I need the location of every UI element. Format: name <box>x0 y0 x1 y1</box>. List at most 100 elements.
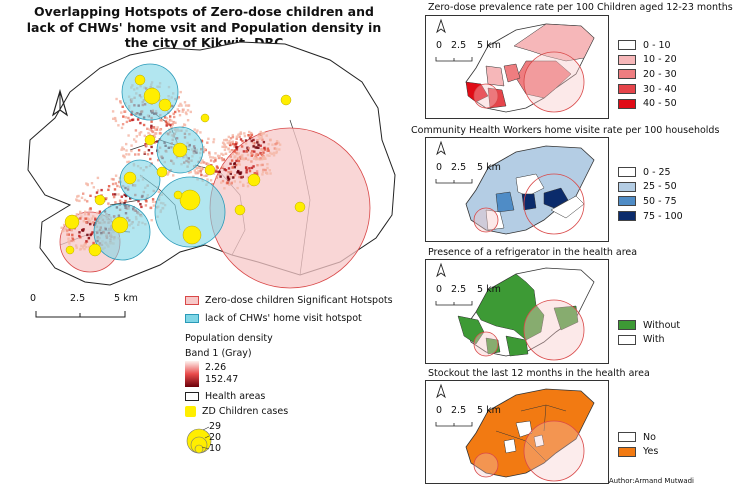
legend-label: 50 - 75 <box>643 195 677 207</box>
legend-item: 0 - 25 <box>618 165 683 180</box>
zd-case-point <box>280 94 292 106</box>
zd-case-points <box>64 74 306 257</box>
legend-swatch <box>618 54 636 65</box>
legend-item: 50 - 75 <box>618 194 683 209</box>
legend-item: 75 - 100 <box>618 209 683 224</box>
north-arrow-icon <box>436 262 446 278</box>
panel4-scale-5km: 5 km <box>477 405 501 416</box>
legend-swatch <box>618 167 636 178</box>
legend-label: 10 - 20 <box>643 54 677 66</box>
legend-item: Yes <box>618 445 658 460</box>
legend-item: 25 - 50 <box>618 180 683 195</box>
legend-pop-title: Population density <box>185 333 273 344</box>
zd-case-point <box>173 190 183 200</box>
scale-label-5km: 5 km <box>114 293 138 304</box>
main-scale-bar: 0 2.5 5 km <box>30 293 180 323</box>
circle-label-10: 10 <box>209 443 222 454</box>
legend-swatch <box>618 334 636 345</box>
scale-label-2-5: 2.5 <box>70 293 86 304</box>
circle-label-20: 20 <box>209 432 222 443</box>
legend-swatch <box>618 69 636 80</box>
legend-pop-min: 152.47 <box>205 374 239 385</box>
panel2-title: Community Health Workers home visite rat… <box>411 125 720 136</box>
legend-chw-hotspot: lack of CHWs' home visit hotspot <box>205 313 362 324</box>
zd-case-point <box>234 204 246 216</box>
panel4-title: Stockout the last 12 months in the healt… <box>428 368 650 379</box>
zd-case-point <box>172 142 188 158</box>
panel2-map: 0 2.5 5 km <box>425 137 609 242</box>
panel3-scale-0: 0 <box>436 284 443 295</box>
panel2-scale-5km: 5 km <box>477 162 501 173</box>
legend-label: Without <box>643 319 681 331</box>
zd-case-point <box>204 164 216 176</box>
zd-case-point <box>247 173 261 187</box>
panel3-scale-5km: 5 km <box>477 284 501 295</box>
zd-case-point <box>65 245 75 255</box>
zd-hotspot-swatch <box>185 296 199 305</box>
author-credit: Author:Armand Mutwadi <box>608 477 694 485</box>
legend-swatch <box>618 84 636 95</box>
zd-case-point <box>134 74 146 86</box>
legend-item: Without <box>618 318 680 333</box>
zd-case-point <box>156 166 168 178</box>
legend-item: With <box>618 333 680 348</box>
panel2-scale-0: 0 <box>436 162 443 173</box>
zd-case-point <box>64 214 80 230</box>
zd-case-point <box>111 216 129 234</box>
legend-zd-hotspot: Zero-dose children Significant Hotspots <box>205 295 393 306</box>
legend-label: 0 - 10 <box>643 39 671 51</box>
legend-item: 40 - 50 <box>618 96 677 111</box>
legend-zd-cases: ZD Children cases <box>202 406 289 417</box>
legend-health-areas: Health areas <box>205 391 266 402</box>
legend-label: 30 - 40 <box>643 83 677 95</box>
zd-case-point <box>158 98 172 112</box>
panel3-map: 0 2.5 5 km <box>425 259 609 364</box>
legend-swatch <box>618 181 636 192</box>
zd-case-point <box>94 194 106 206</box>
zd-case-point <box>182 225 202 245</box>
main-map <box>27 41 396 289</box>
panel2-scale-2-5: 2.5 <box>451 162 467 173</box>
density-gradient <box>185 361 199 387</box>
north-arrow-icon <box>436 383 446 399</box>
legend-item: 20 - 30 <box>618 67 677 82</box>
north-arrow-icon <box>436 140 446 156</box>
legend-item: 30 - 40 <box>618 82 677 97</box>
panel4-scale-2-5: 2.5 <box>451 405 467 416</box>
legend-swatch <box>618 446 636 457</box>
panel1-map: 0 2.5 5 km <box>425 15 609 119</box>
legend-label: 75 - 100 <box>643 210 683 222</box>
legend-label: 0 - 25 <box>643 166 671 178</box>
panel4-map: 0 2.5 5 km <box>425 380 609 484</box>
panel1-scale-0: 0 <box>436 40 443 51</box>
legend-item: 10 - 20 <box>618 53 677 68</box>
zd-case-point <box>123 171 137 185</box>
proportional-circle-legend <box>186 426 212 454</box>
legend-label: Yes <box>643 446 659 458</box>
legend-swatch <box>618 320 636 331</box>
legend-swatch <box>618 196 636 207</box>
zd-case-point <box>144 134 156 146</box>
zd-case-point <box>88 243 102 257</box>
legend-label: 40 - 50 <box>643 98 677 110</box>
main-legend: Zero-dose children Significant Hotspots … <box>185 293 410 463</box>
panel3-scale-2-5: 2.5 <box>451 284 467 295</box>
chw-hotspot-swatch <box>185 314 199 323</box>
zd-case-swatch <box>185 406 196 417</box>
legend-swatch <box>618 40 636 51</box>
legend-item: 0 - 10 <box>618 38 677 53</box>
legend-label: With <box>643 334 665 346</box>
legend-label: 25 - 50 <box>643 181 677 193</box>
legend-band: Band 1 (Gray) <box>185 348 252 359</box>
zd-case-point <box>200 113 210 123</box>
panel1-title: Zero-dose prevalence rate per 100 Childr… <box>428 2 733 13</box>
scale-label-0: 0 <box>30 293 37 304</box>
panel3-title: Presence of a refrigerator in the health… <box>428 247 638 258</box>
legend-label: No <box>643 431 656 443</box>
legend-swatch <box>618 432 636 443</box>
main-map-title: Overlapping Hotspots of Zero-dose childr… <box>26 4 382 50</box>
zd-case-point <box>143 87 161 105</box>
